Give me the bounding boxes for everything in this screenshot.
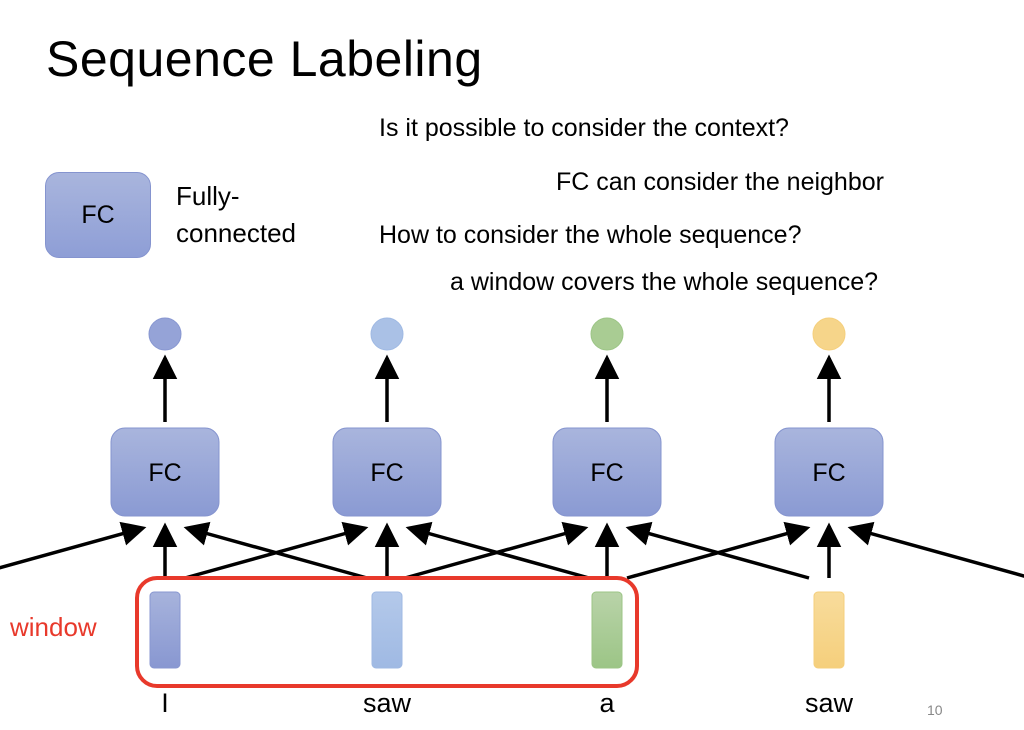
token-vector-3 [813,591,845,669]
token-word-3: saw [805,688,854,718]
outputs-layer [148,317,846,351]
token-word-1: saw [363,688,412,718]
output-node-3 [812,317,846,351]
input-arrow-left-2 [404,521,589,580]
window-label: window [10,612,97,642]
fc-layer: FC FC FC FC [110,427,884,517]
fc-box-0 [110,427,220,517]
fc-box-2 [552,427,662,517]
token-vector-0 [149,591,181,669]
page-number: 10 [927,702,943,718]
input-arrow-right-3 [847,521,1024,578]
legend-fc-box: FC [45,172,151,258]
question-whole-sequence: How to consider the whole sequence? [379,221,802,249]
output-node-2 [590,317,624,351]
fc-box-1 [332,427,442,517]
token-vector-1 [371,591,403,669]
legend-line-1: Fully- [176,181,240,211]
fc-label-0: FC [148,459,181,487]
answer-window: a window covers the whole sequence? [450,268,879,296]
slide-title: Sequence Labeling [46,31,483,87]
arrows-layer [0,354,1024,580]
token-vector-2 [591,591,623,669]
window-frame [135,576,639,688]
token-word-0: I [161,688,169,718]
fc-label-1: FC [370,459,403,487]
token-word-2: a [599,688,615,718]
input-arrow-left-1 [184,521,369,580]
fc-box-3 [774,427,884,517]
answer-neighbor: FC can consider the neighbor [556,168,884,196]
output-node-0 [148,317,182,351]
fc-label-2: FC [590,459,623,487]
fc-label-3: FC [812,459,845,487]
input-arrow-left-3 [626,521,811,580]
legend-line-2: connected [176,218,296,248]
legend-fc-description: Fully- connected [176,178,296,252]
input-arrow-left-0 [0,521,147,570]
output-node-1 [370,317,404,351]
question-context: Is it possible to consider the context? [379,114,789,142]
